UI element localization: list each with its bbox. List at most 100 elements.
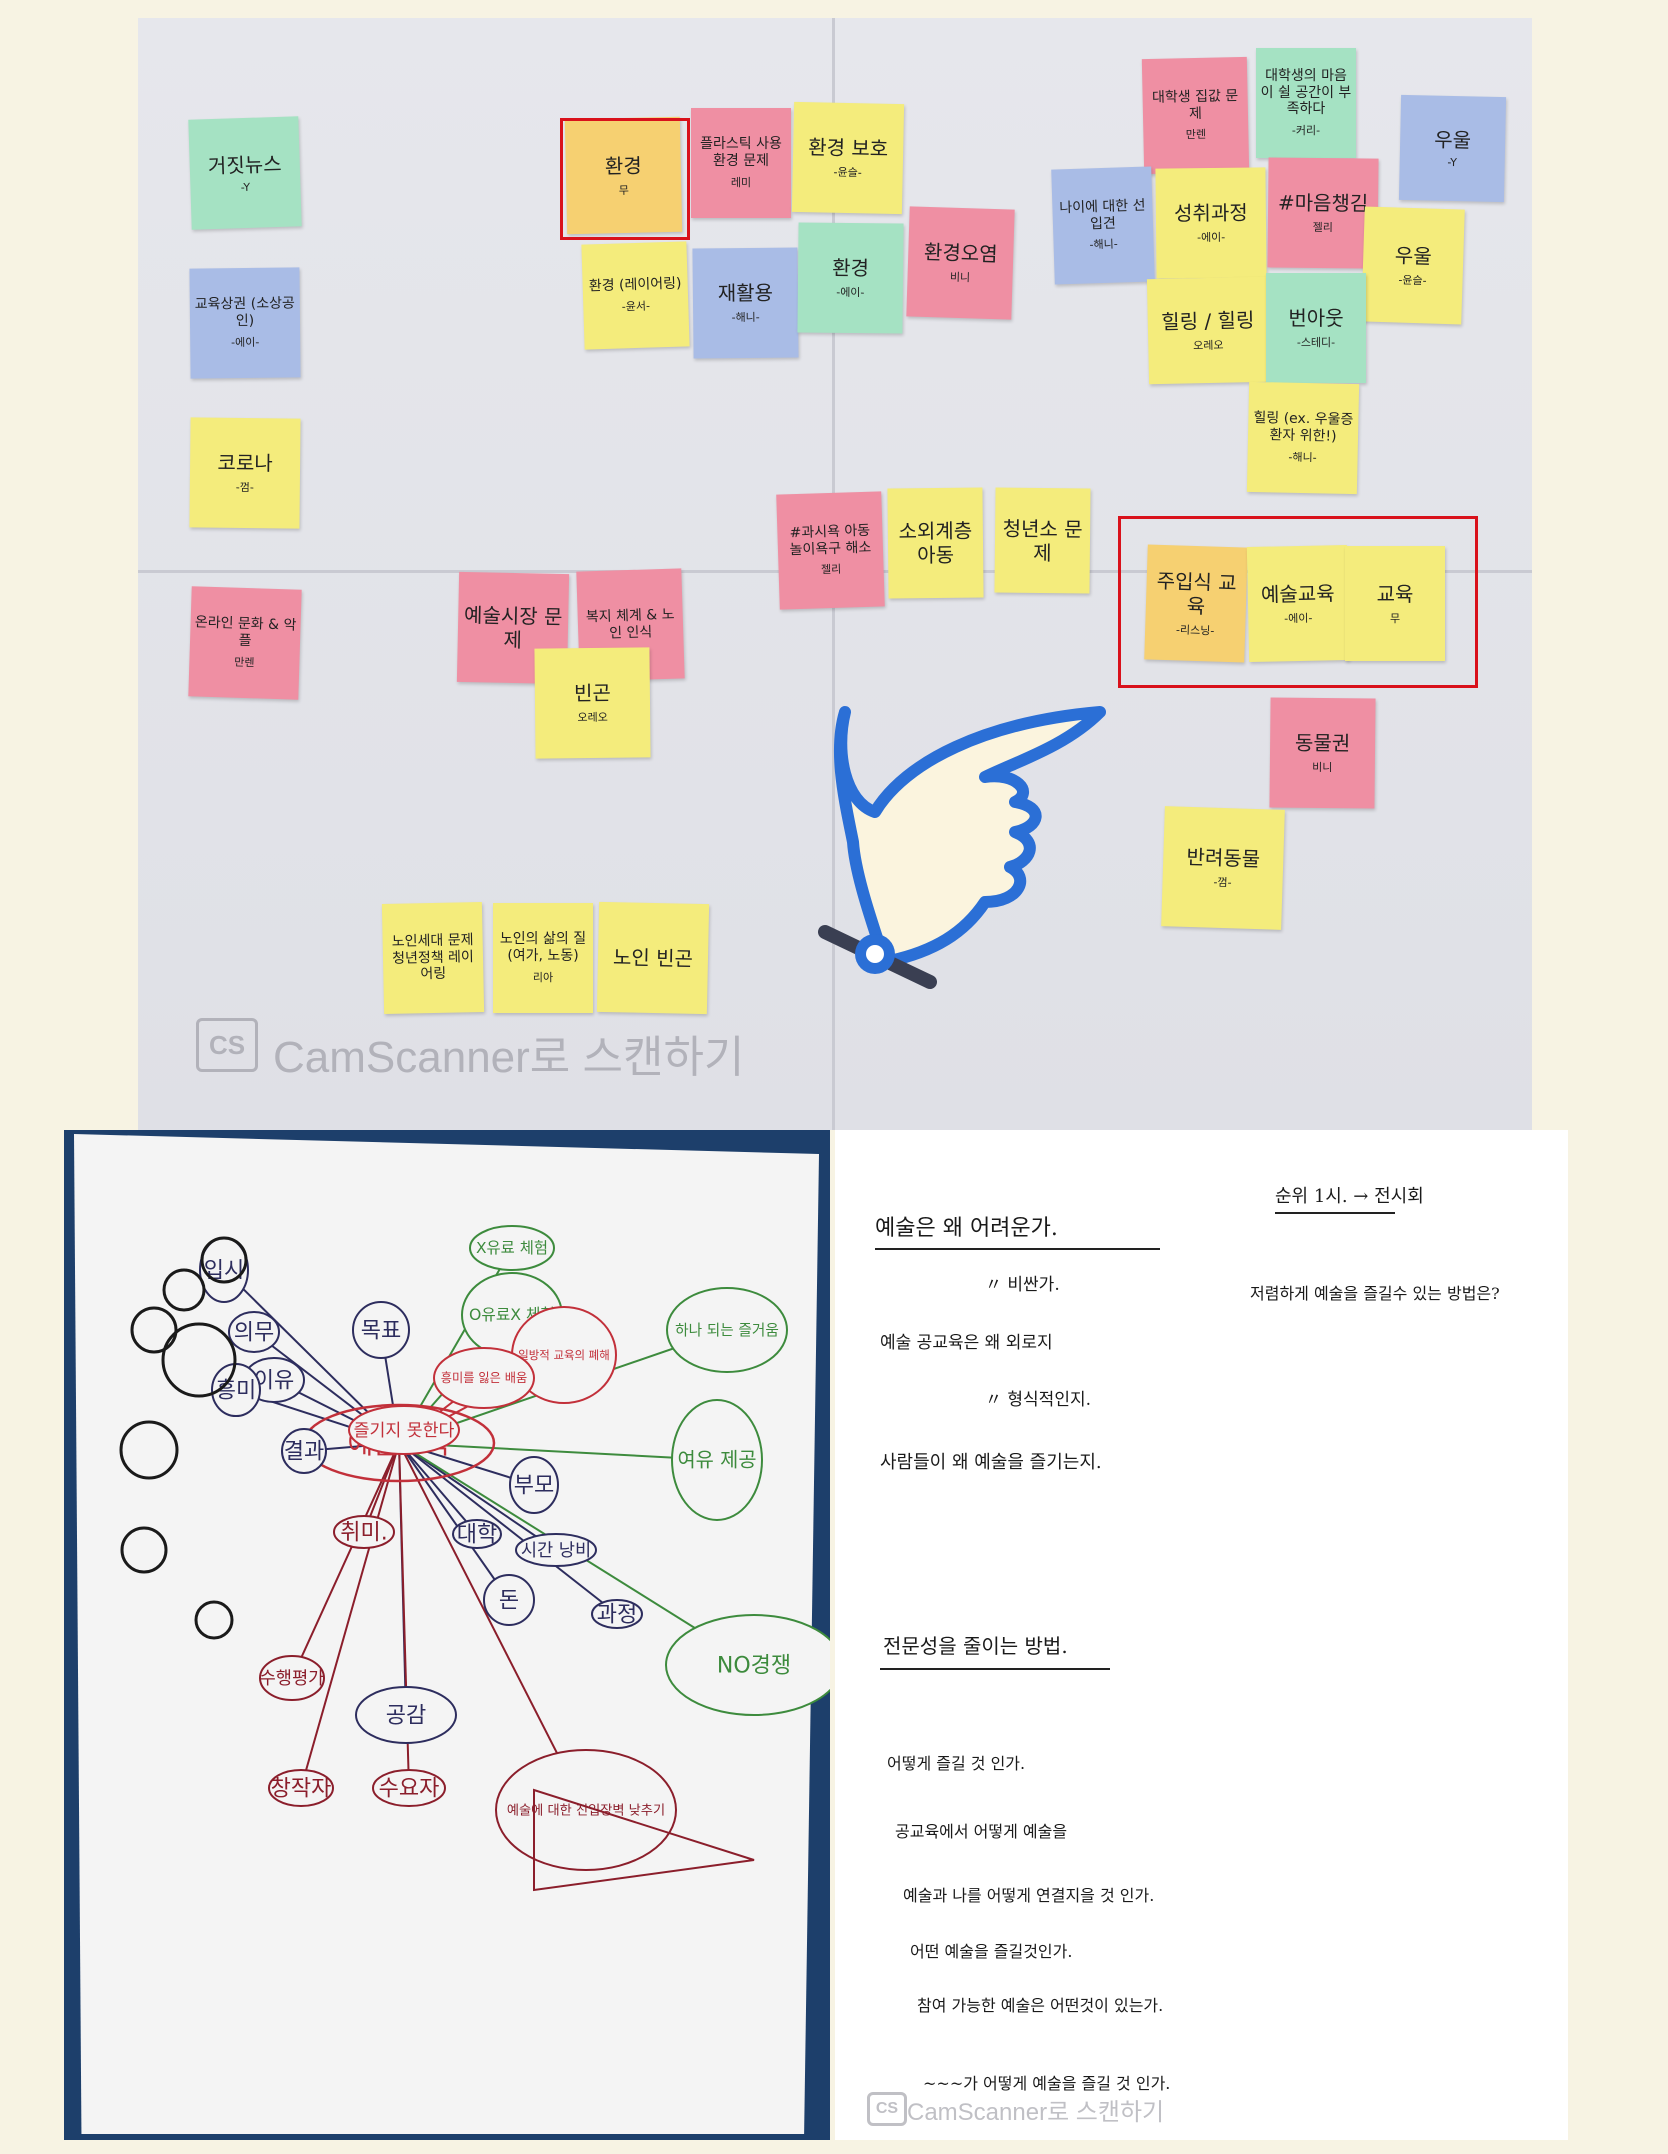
note-line: ~~~가 어떻게 예술을 즐길 것 인가.	[923, 2074, 1171, 2093]
sticky-note-text: #마음챙김	[1277, 190, 1369, 216]
sticky-note-text: 빈곤	[573, 680, 611, 706]
sticky-note-text: 플라스틱 사용 환경 문제	[700, 136, 782, 169]
sticky-note-text: 소외계층 아동	[898, 518, 973, 568]
mindmap-node: 취미.	[333, 1515, 395, 1549]
mindmap-leaf-circle	[130, 1306, 178, 1354]
notes-side-note: 저렴하게 예술을 즐길수 있는 방법은?	[1250, 1284, 1500, 1303]
sticky-note: 환경 (레이어링)-윤서-	[581, 241, 690, 350]
side-title-underline	[1275, 1212, 1395, 1214]
sticky-note-text: 노인세대 문제 청년정책 레이어링	[391, 931, 475, 983]
sticky-note-text: 코로나	[217, 450, 273, 476]
mindmap-node: 하나 되는 즐거움	[666, 1287, 788, 1373]
mindmap-node: 대학	[452, 1519, 502, 1549]
mindmap-node-label: 흥미	[216, 1378, 256, 1403]
sticky-note-author: 무	[1389, 611, 1401, 625]
sticky-note-text: 환경 보호	[807, 135, 889, 161]
mindmap-node-label: 여유 제공	[677, 1449, 756, 1472]
mindmap-node-label: 대학	[457, 1522, 497, 1547]
sticky-note-text: 동물권	[1294, 730, 1351, 756]
sticky-note-author: -에이-	[231, 335, 260, 349]
sticky-note-text: 거짓뉴스	[207, 151, 282, 178]
sticky-note: 교육상권 (소상공인)-에이-	[189, 267, 301, 379]
sticky-note-text: 대학생 집값 문제	[1151, 87, 1239, 122]
mindmap-edge	[291, 1442, 400, 1679]
mindmap-leaf-circle	[194, 1600, 234, 1640]
sticky-note-author: 비니	[1312, 760, 1333, 775]
mindmap-leaf-circle	[200, 1236, 248, 1284]
mindmap-node-label: 결과	[284, 1439, 324, 1464]
mindmap-edge	[398, 1442, 618, 1615]
note-line: 사람들이 왜 예술을 즐기는지.	[880, 1452, 1102, 1473]
sticky-note-author: -껌-	[1213, 875, 1232, 890]
sticky-note: 성취과정-에이-	[1155, 167, 1267, 279]
mindmap-node-label: 입시	[204, 1258, 244, 1283]
mindmap-edge	[398, 1442, 478, 1535]
sticky-note-text: 청년소 문제	[1002, 516, 1083, 565]
sticky-note-author: 레미	[730, 175, 752, 189]
note-line: 참여 가능한 예술은 어떤것이 있는가.	[917, 1996, 1164, 2015]
mindmap-node-label: 하나 되는 즐거움	[675, 1322, 779, 1339]
sticky-note: 환경 보호 -윤슬-	[791, 101, 905, 215]
mindmap-node: NO경쟁	[665, 1614, 830, 1716]
mindmap-node: 흥미	[211, 1363, 261, 1417]
mindmap-node-label: 취미.	[340, 1520, 387, 1545]
sticky-note: 노인 빈곤	[596, 901, 710, 1015]
sticky-note-text: 예술시장 문제	[463, 602, 563, 653]
mindmap-node-label: 의무	[234, 1320, 274, 1345]
sticky-note-author: -에이-	[836, 285, 865, 300]
sticky-note-author: -커리-	[1291, 124, 1321, 138]
sticky-note-text: 환경	[832, 255, 870, 281]
camscanner-watermark: CamScanner로 스캔하기	[273, 1033, 745, 1082]
mindmap-node-label: 일방적 교육의 폐해	[518, 1348, 609, 1362]
sticky-note-text: 복지 체계 & 노인 인식	[585, 606, 675, 642]
sticky-note-author: -윤슬-	[1398, 273, 1427, 287]
sticky-note-text: #과시욕 아동 놀이욕구 해소	[789, 522, 872, 558]
sticky-note-author: -Y	[240, 180, 251, 194]
sticky-note-text: 온라인 문화 & 악플	[194, 614, 297, 650]
mindmap-node-label: 목표	[361, 1318, 401, 1343]
mindmap-node-label: 과정	[597, 1602, 637, 1627]
sticky-note: 반려동물-껌-	[1161, 806, 1285, 930]
sticky-note-text: 성취과정	[1173, 200, 1248, 226]
note-line: 예술 공교육은 왜 외로지	[880, 1333, 1053, 1353]
mindmap-node: 돈	[483, 1574, 535, 1626]
subheading-underline	[880, 1668, 1110, 1670]
sticky-note-author: -Y	[1447, 155, 1458, 170]
mindmap-node-label: 예술에 대한 진입장벽 낮추기	[507, 1802, 665, 1818]
sticky-note-author: -스테디-	[1296, 336, 1336, 349]
highlight-box-environment	[560, 118, 690, 240]
sticky-note-text: 힐링 / 힐링	[1161, 307, 1255, 334]
notes-side-title: 순위 1시. → 전시회	[1275, 1186, 1424, 1207]
mindmap-node-label: 즐기지 못한다	[354, 1421, 455, 1441]
mindmap-node: 목표	[352, 1301, 410, 1359]
note-line: 공교육에서 어떻게 예술을	[895, 1822, 1068, 1841]
pointing-hand-icon	[818, 706, 1106, 989]
note-line: 〃 형식적인지.	[985, 1390, 1092, 1410]
sticky-note: 번아웃-스테디-	[1266, 273, 1366, 383]
sticky-note-text: 환경오염	[923, 239, 998, 267]
sticky-note: 소외계층 아동	[887, 487, 984, 599]
mindmap-node: 공감	[355, 1686, 457, 1744]
sticky-note: 재활용-해니-	[692, 247, 799, 359]
sticky-note-author: 리아	[532, 970, 554, 984]
mindmap-node-label: NO경쟁	[717, 1653, 791, 1678]
sticky-note-text: 노인의 삶의 질 (여가, 노동)	[499, 931, 587, 964]
mindmap-node: 의무	[228, 1311, 280, 1353]
sticky-note-author: -해니-	[1288, 450, 1317, 465]
sticky-note-author: 오레오	[577, 710, 608, 725]
sticky-note: 나이에 대한 선입견-해니-	[1051, 166, 1155, 285]
mindmap-node: 결과	[281, 1428, 327, 1474]
mindmap-edge	[300, 1442, 400, 1789]
camscanner-watermark-notes: CamScanner로 스캔하기	[907, 2099, 1165, 2126]
sticky-note-author: -윤슬-	[833, 165, 862, 180]
mindmap-node-label: 흥미를 잃은 배움	[441, 1371, 527, 1385]
sticky-note: 노인세대 문제 청년정책 레이어링	[381, 901, 485, 1015]
note-line: 어떻게 즐길 것 인가.	[887, 1754, 1026, 1773]
sticky-note-author: 젤리	[1312, 220, 1334, 235]
